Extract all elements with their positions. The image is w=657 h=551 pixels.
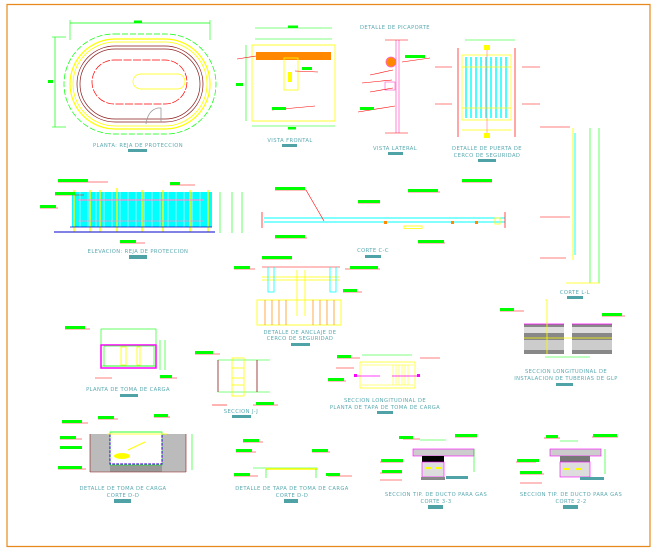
view-puerta-cerco <box>435 39 540 138</box>
title-tapa-corte-dd-1: DETALLE DE TAPA DE TOMA DE CARGA <box>235 486 348 492</box>
title-bar-vista-frontal <box>282 144 297 147</box>
title-seccion-tapa-1: SECCION LONGITUDINAL DE <box>344 398 426 404</box>
title-bar-tapa-corte-dd <box>284 499 298 503</box>
title-seccion-tuberias-2: INSTALACION DE TUBERIAS DE GLP <box>514 376 618 382</box>
title-bar-seccion-jj <box>232 415 251 418</box>
title-corte-c: CORTE C-C <box>357 248 389 254</box>
title-planta-toma: PLANTA DE TOMA DE CARGA <box>86 387 170 393</box>
view-toma-corte-dd <box>58 414 193 473</box>
view-ducto-33 <box>380 434 477 481</box>
view-corte-c <box>261 179 506 244</box>
view-seccion-tapa <box>328 354 440 389</box>
title-anclaje-cerco-2: CERCO DE SEGURIDAD <box>267 336 334 342</box>
title-corte-l: CORTE L-L <box>560 290 590 296</box>
view-vista-frontal <box>236 25 336 130</box>
title-bar-planta-toma <box>120 394 138 397</box>
title-puerta-cerco-1: DETALLE DE PUERTA DE <box>452 146 522 152</box>
title-bar-elevacion-reja <box>129 255 147 259</box>
title-puerta-cerco-2: CERCO DE SEGURIDAD <box>454 153 521 159</box>
view-ducto-22 <box>516 434 618 484</box>
title-detalle-picaporte: DETALLE DE PICAPORTE <box>360 25 430 31</box>
view-seccion-tuberias <box>500 299 625 358</box>
title-toma-corte-dd-2: CORTE D-D <box>107 493 140 499</box>
title-anclaje-cerco-1: DETALLE DE ANCLAJE DE <box>264 330 337 336</box>
title-seccion-tuberias-1: SECCION LONGITUDINAL DE <box>525 369 607 375</box>
title-ducto-33-1: SECCION TIP. DE DUCTO PARA GAS <box>385 492 487 498</box>
title-seccion-jj: SECCION J-J <box>224 409 258 415</box>
sheet-border-frame <box>6 3 651 547</box>
title-ducto-22-1: SECCION TIP. DE DUCTO PARA GAS <box>520 492 622 498</box>
title-seccion-tapa-2: PLANTA DE TAPA DE TOMA DE CARGA <box>330 405 440 411</box>
title-toma-corte-dd-1: DETALLE DE TOMA DE CARGA <box>79 486 166 492</box>
title-bar-puerta-cerco <box>478 159 496 162</box>
title-bar-ducto-22 <box>563 505 578 509</box>
title-tapa-corte-dd-2: CORTE D-D <box>276 493 309 499</box>
title-bar-corte-l <box>567 296 583 299</box>
title-vista-frontal: VISTA FRONTAL <box>267 138 312 144</box>
title-bar-corte-c <box>365 255 381 258</box>
view-vista-lateral <box>357 39 431 134</box>
title-bar-toma-corte-dd <box>114 499 131 503</box>
title-bar-ducto-33 <box>428 505 443 509</box>
title-vista-lateral: VISTA LATERAL <box>373 146 417 152</box>
view-tapa-corte-dd <box>234 439 352 478</box>
view-corte-l <box>540 126 600 284</box>
title-bar-vista-lateral <box>388 152 403 155</box>
view-planta-toma <box>65 326 177 379</box>
title-planta-reja: PLANTA: REJA DE PROTECCION <box>93 143 183 149</box>
title-bar-seccion-tapa <box>377 411 393 414</box>
title-ducto-22-2: CORTE 2-2 <box>555 499 586 505</box>
view-seccion-jj <box>195 351 278 406</box>
title-bar-anclaje-cerco <box>291 343 310 346</box>
title-ducto-33-2: CORTE 3-3 <box>420 499 451 505</box>
view-planta-reja <box>48 20 217 135</box>
title-elevacion-reja: ELEVACION: REJA DE PROTECCION <box>88 249 189 255</box>
title-bar-seccion-tuberias <box>556 383 573 386</box>
title-bar-planta-reja <box>128 149 147 152</box>
view-elevacion-reja <box>40 179 243 244</box>
view-anclaje-cerco <box>234 256 380 326</box>
